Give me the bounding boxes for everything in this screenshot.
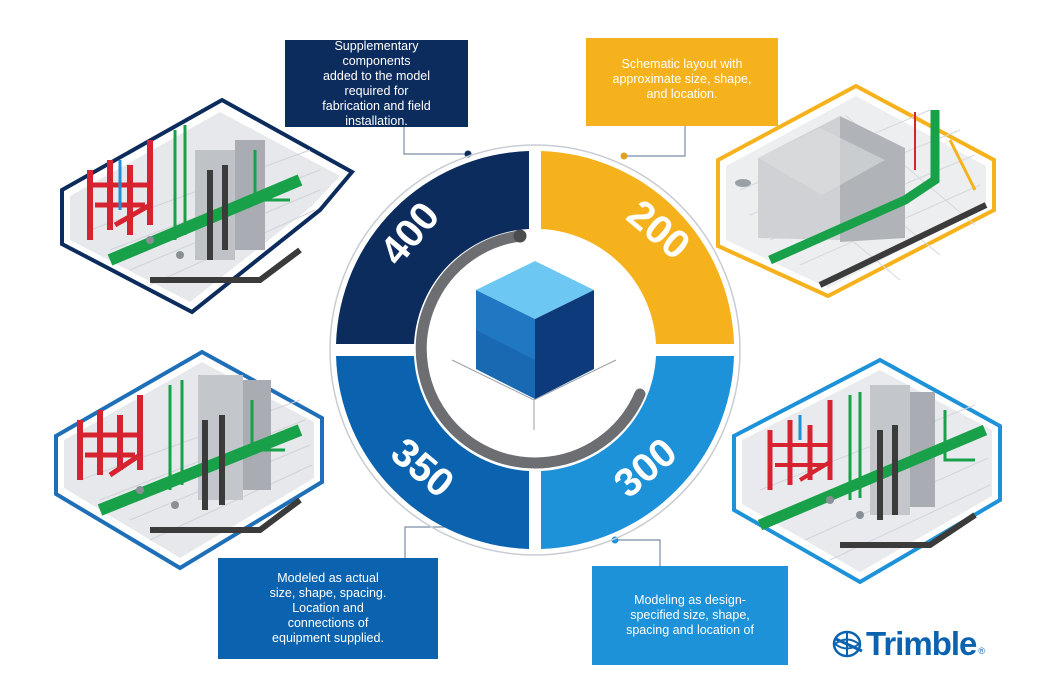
description-350-line: Location and	[292, 601, 364, 615]
description-300-line: specified size, shape,	[630, 608, 750, 622]
progress-arc	[415, 230, 646, 469]
description-200-line: and location.	[646, 87, 718, 101]
connector-300	[615, 539, 661, 566]
illustration-200	[716, 83, 996, 299]
quadrant-200	[541, 151, 734, 344]
quadrant-400	[336, 151, 529, 344]
description-300-line: spacing and location of	[626, 623, 754, 637]
trimble-logo: Trimble ®	[832, 625, 985, 663]
brand-name: Trimble	[866, 625, 977, 662]
connector-200	[624, 126, 686, 157]
illustration-400	[60, 97, 356, 315]
illustration-350	[54, 349, 324, 571]
description-300-line: Modeling as design-	[634, 593, 746, 607]
cube-icon	[476, 261, 594, 399]
description-box-300: Modeling as design- specified size, shap…	[592, 566, 788, 665]
outer-ring	[329, 144, 741, 556]
quadrant-350	[336, 356, 529, 549]
description-400-line: Supplementary components	[334, 38, 419, 68]
connector-400	[403, 127, 468, 155]
brand-registered-mark: ®	[978, 646, 986, 656]
description-400-line: added to the model required for	[322, 68, 431, 98]
illustration-300	[732, 357, 1002, 585]
description-box-400: Supplementary components added to the mo…	[285, 38, 468, 128]
trimble-globe-icon	[832, 630, 863, 658]
description-350-line: connections of	[287, 616, 369, 630]
description-200-line: approximate size, shape,	[612, 72, 752, 86]
description-200-line: Schematic layout with	[621, 57, 743, 71]
description-350-line: size, shape, spacing.	[269, 586, 387, 600]
description-400-line: fabrication and field installation.	[322, 98, 431, 128]
quadrant-300	[541, 356, 734, 549]
connector-lines	[403, 126, 686, 566]
description-box-350: Modeled as actual size, shape, spacing. …	[218, 558, 438, 659]
description-350-line: equipment supplied.	[272, 631, 384, 645]
description-box-200: Schematic layout with approximate size, …	[586, 38, 778, 126]
description-350-line: Modeled as actual	[277, 571, 379, 585]
